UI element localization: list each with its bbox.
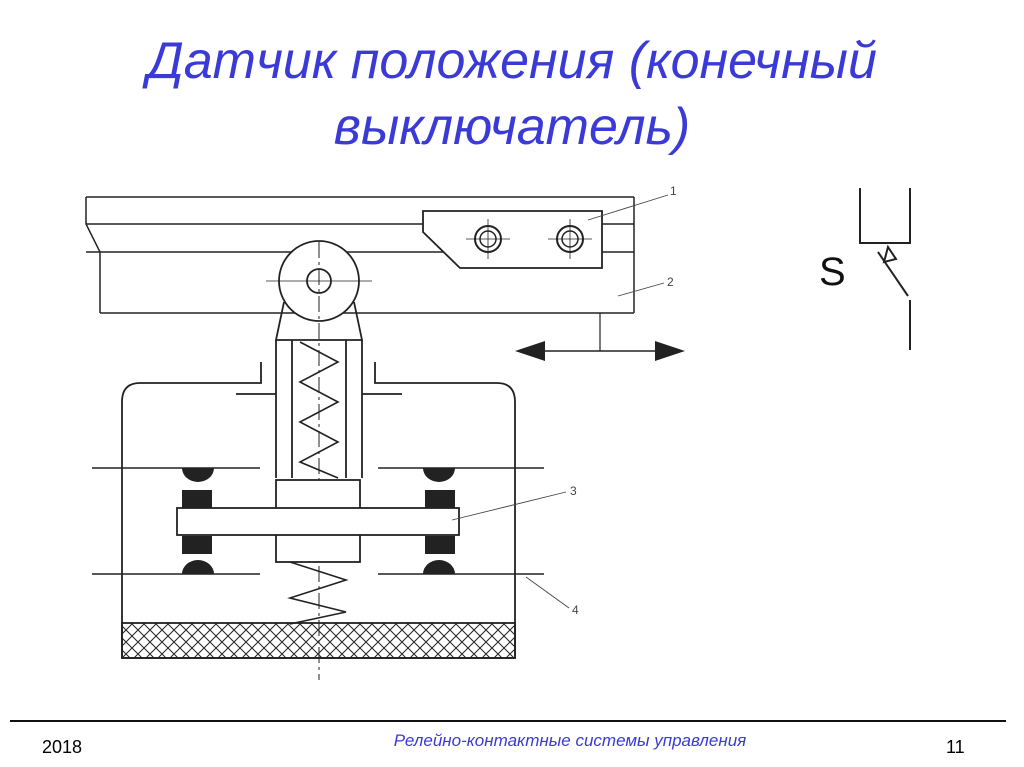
switch-symbol [859, 188, 911, 350]
callout-1: 1 [670, 184, 677, 198]
callout-2: 2 [667, 275, 674, 289]
callout-leaders [451, 194, 669, 609]
contacts [182, 468, 455, 574]
cam-plate [422, 210, 603, 269]
slide-title-line-1: Датчик положения (конечный [147, 32, 877, 90]
motion-arrow [515, 313, 685, 361]
contact-bridge [176, 479, 460, 625]
footer-page-number: 11 [946, 737, 965, 757]
roller-plunger [266, 240, 372, 680]
switch-housing [92, 362, 544, 659]
switch-symbol-letter: S [819, 250, 846, 294]
slide-title: Датчик положения (конечный выключатель) [40, 28, 984, 160]
footer-year: 2018 [42, 737, 83, 757]
slide-title-line-2: выключатель) [333, 98, 691, 156]
footer-course-title: Релейно-контактные системы управления [393, 731, 747, 750]
moving-rail [85, 196, 635, 314]
footer-divider [10, 720, 1006, 722]
callout-4: 4 [572, 603, 579, 617]
callout-3: 3 [570, 484, 577, 498]
